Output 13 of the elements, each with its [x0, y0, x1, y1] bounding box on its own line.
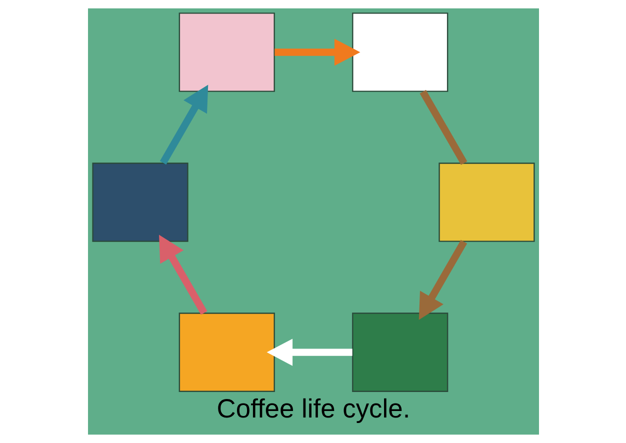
connector — [419, 90, 467, 165]
node-box — [92, 162, 188, 242]
node-box — [352, 312, 448, 392]
node-box — [178, 12, 274, 92]
node-box — [178, 312, 274, 392]
arrow — [418, 240, 467, 320]
node-box — [352, 12, 448, 92]
arrow — [159, 84, 208, 165]
node-box — [438, 162, 534, 242]
arrow — [274, 38, 360, 66]
arrow — [158, 234, 207, 315]
diagram-title: Coffee life cycle. — [216, 393, 410, 424]
arrow — [266, 338, 352, 366]
